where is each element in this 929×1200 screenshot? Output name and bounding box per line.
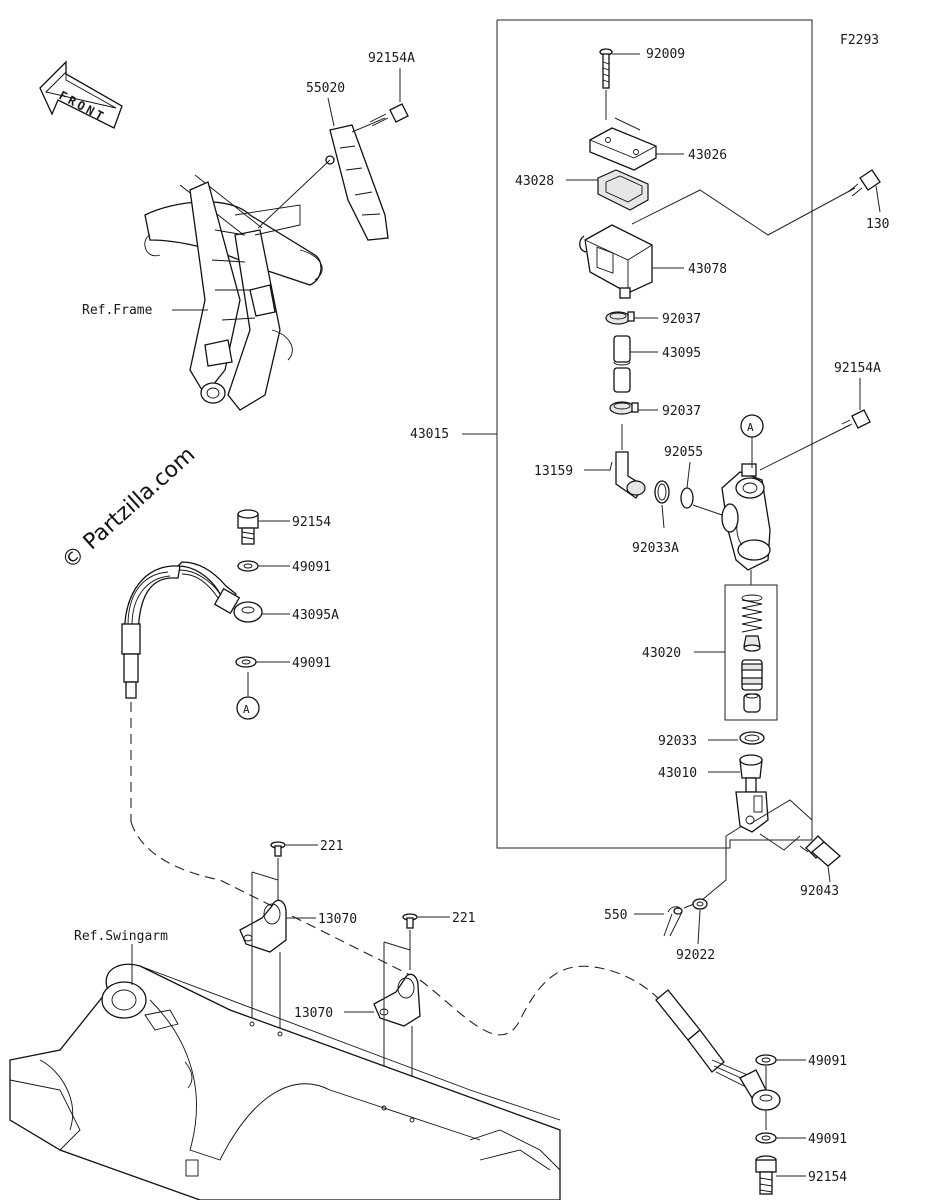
label-43020: 43020: [642, 646, 681, 661]
pushrod-43010: [735, 754, 769, 833]
label-43026: 43026: [688, 148, 727, 163]
fitting-13159: [615, 451, 646, 499]
label-13070-a: 13070: [318, 912, 357, 927]
master-cylinder: [721, 463, 771, 571]
spring: [741, 594, 763, 633]
cup-seal: [743, 693, 761, 713]
watermark: © Partzilla.com: [57, 442, 200, 574]
diaphragm-43028: [597, 169, 649, 211]
label-92154A-right: 92154A: [834, 361, 881, 376]
banjo-bolt-92154-bottom: [755, 1155, 777, 1195]
label-550: 550: [604, 908, 627, 923]
label-92043: 92043: [800, 884, 839, 899]
washer-92022: [692, 898, 708, 910]
banjo-right: [751, 1089, 781, 1111]
brake-hose-left: [121, 561, 241, 699]
label-43028: 43028: [515, 174, 554, 189]
label-43095: 43095: [662, 346, 701, 361]
label-92154A-top: 92154A: [368, 51, 415, 66]
swingarm-drawing: [9, 963, 561, 1200]
callout-a-bottom: A: [236, 696, 260, 720]
pin-92043: [799, 835, 842, 867]
bolt-92154A-top: [369, 103, 409, 127]
o-ring-92055: [680, 487, 694, 509]
label-92037-lower: 92037: [662, 404, 701, 419]
label-92022: 92022: [676, 948, 715, 963]
label-49091-b: 49091: [292, 656, 331, 671]
label-92033A: 92033A: [632, 541, 679, 556]
clamp-92037-lower: [609, 401, 639, 415]
washer-49091-b: [235, 656, 257, 668]
front-arrow-icon: FRONT: [39, 60, 123, 129]
reservoir-cap-43026: [589, 127, 657, 171]
label-13070-b: 13070: [294, 1006, 333, 1021]
diagram-id: F2293: [840, 33, 879, 48]
piston: [741, 659, 763, 691]
label-49091-c: 49091: [808, 1054, 847, 1069]
label-92154-top: 92154: [292, 515, 331, 530]
cotter-pin-550: [663, 906, 683, 937]
label-43078: 43078: [688, 262, 727, 277]
washer-49091-c: [755, 1054, 777, 1066]
label-49091-d: 49091: [808, 1132, 847, 1147]
banjo-bolt-92154-top: [237, 509, 259, 545]
label-92009: 92009: [646, 47, 685, 62]
hose-guide-55020: [325, 124, 389, 241]
label-55020: 55020: [306, 81, 345, 96]
circlip-92033A: [654, 480, 670, 504]
piston-seal: [743, 635, 761, 652]
screw-221-a: [270, 841, 286, 857]
callout-a-bottom-label: A: [243, 703, 250, 716]
banjo-43095A: [233, 601, 263, 623]
frame-drawing: [144, 174, 323, 411]
ref-swingarm-label: Ref.Swingarm: [74, 929, 168, 944]
label-43010: 43010: [658, 766, 697, 781]
screw-221-b: [402, 913, 418, 929]
reservoir-43078: [579, 224, 653, 299]
clamp-13070-a: [239, 899, 287, 953]
label-13159: 13159: [534, 464, 573, 479]
ref-frame-label: Ref.Frame: [82, 303, 153, 318]
bolt-92154A-right: [841, 409, 871, 429]
assembly-box-43015: [496, 19, 813, 849]
callout-a-top: A: [740, 414, 764, 438]
label-221-a: 221: [320, 839, 343, 854]
label-43095A: 43095A: [292, 608, 339, 623]
screw-92009: [599, 48, 613, 89]
clamp-13070-b: [373, 973, 421, 1027]
circlip-92033: [739, 731, 765, 745]
label-92154-bottom: 92154: [808, 1170, 847, 1185]
label-92037-upper: 92037: [662, 312, 701, 327]
label-92033: 92033: [658, 734, 697, 749]
clamp-92037-upper: [605, 311, 635, 325]
label-43015: 43015: [410, 427, 449, 442]
callout-a-top-label: A: [747, 421, 754, 434]
bolt-130: [847, 169, 881, 197]
hose-43095: [613, 335, 631, 393]
label-92055: 92055: [664, 445, 703, 460]
label-130: 130: [866, 217, 889, 232]
label-221-b: 221: [452, 911, 475, 926]
brake-hose-right: [655, 989, 767, 1099]
washer-49091-a: [237, 560, 259, 572]
label-49091-a: 49091: [292, 560, 331, 575]
washer-49091-d: [755, 1132, 777, 1144]
